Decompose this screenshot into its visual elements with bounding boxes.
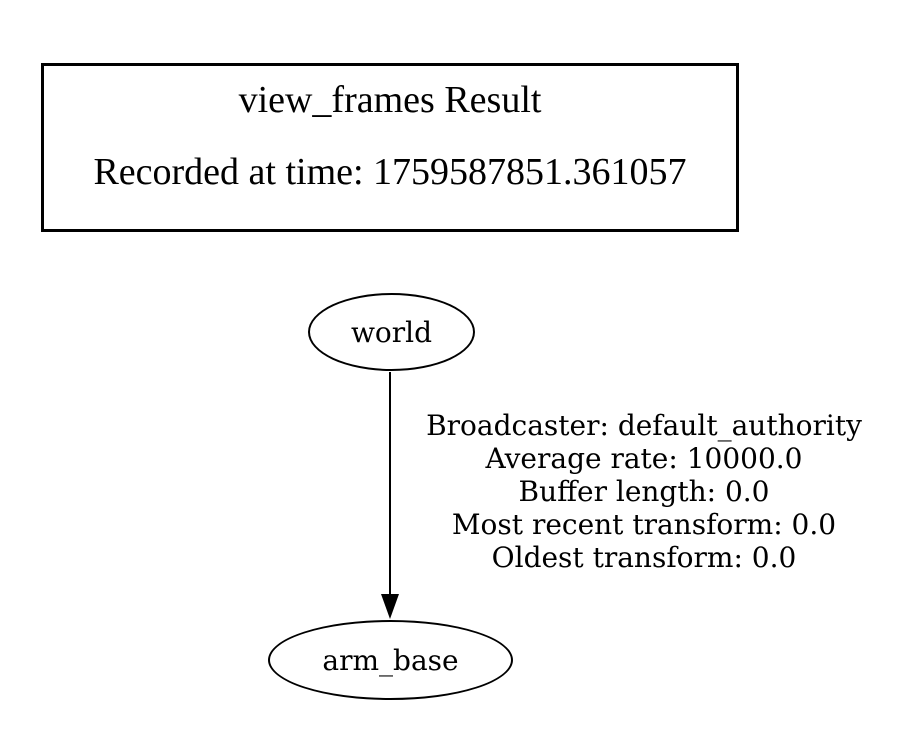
legend-box: view_frames Result Recorded at time: 175… xyxy=(41,63,739,232)
node-arm-base: arm_base xyxy=(268,620,513,700)
node-world-label: world xyxy=(350,315,433,349)
node-world: world xyxy=(308,293,475,371)
edge-label: Broadcaster: default_authority Average r… xyxy=(398,409,890,574)
edge-line xyxy=(389,372,391,598)
edge-label-buffer-length: Buffer length: 0.0 xyxy=(518,475,770,508)
edge-label-broadcaster: Broadcaster: default_authority xyxy=(426,409,862,442)
arrowhead-icon xyxy=(381,594,399,619)
legend-title: view_frames Result xyxy=(238,79,542,121)
edge-label-average-rate: Average rate: 10000.0 xyxy=(485,442,803,475)
edge-label-oldest-transform: Oldest transform: 0.0 xyxy=(491,541,797,574)
node-arm-base-label: arm_base xyxy=(322,643,459,677)
legend-recorded-time: Recorded at time: 1759587851.361057 xyxy=(93,151,687,193)
edge-label-most-recent-transform: Most recent transform: 0.0 xyxy=(451,508,837,541)
